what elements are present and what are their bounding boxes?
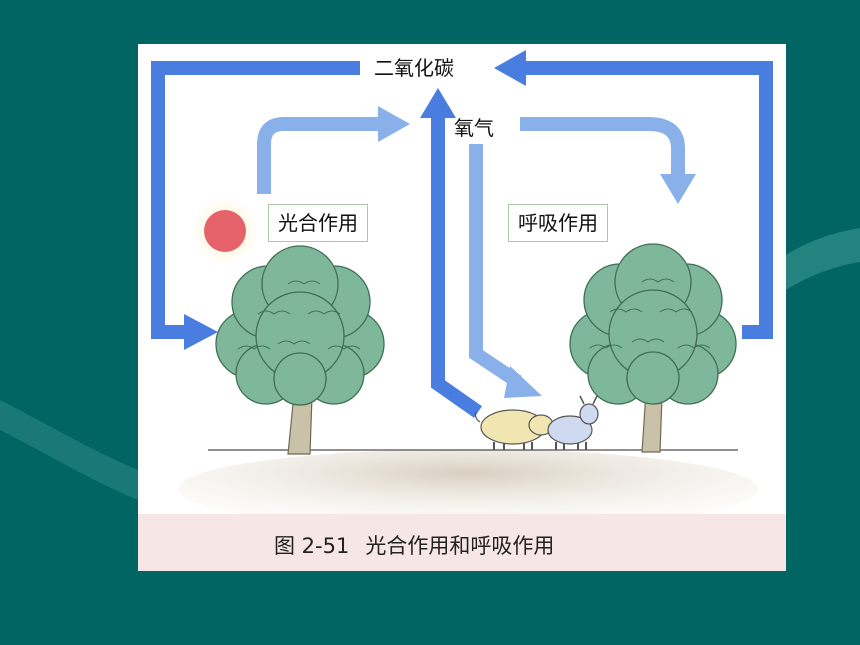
tree-to-co2-arrow	[494, 50, 773, 339]
figure-caption: 图 2-51 光合作用和呼吸作用	[274, 536, 554, 557]
goat-icon	[547, 395, 599, 450]
diagram-figure: 二氧化碳 氧气 光合作用 呼吸作用 图 2-51 光合作用和呼吸作用	[138, 44, 786, 571]
photosynthesis-label: 光合作用	[268, 204, 368, 242]
caption-band	[138, 514, 786, 571]
tree-to-oxygen-arrow	[257, 106, 410, 194]
figure-number: 图 2-51	[274, 534, 350, 558]
animals-to-co2-arrow	[420, 88, 483, 418]
co2-to-tree-arrow	[151, 61, 360, 350]
oxygen-to-tree-arrow	[520, 117, 696, 204]
oxygen-to-animals-arrow	[469, 144, 542, 398]
co2-label: 二氧化碳	[374, 56, 454, 80]
right-tree-icon	[569, 243, 737, 453]
figure-caption-text: 光合作用和呼吸作用	[365, 534, 555, 558]
left-tree-icon	[215, 245, 385, 455]
diagram-canvas	[151, 50, 773, 529]
oxygen-label: 氧气	[454, 116, 494, 140]
respiration-label: 呼吸作用	[508, 204, 608, 242]
sun-icon	[190, 196, 260, 266]
pig-icon	[474, 409, 554, 450]
ground-shadow	[178, 449, 758, 529]
